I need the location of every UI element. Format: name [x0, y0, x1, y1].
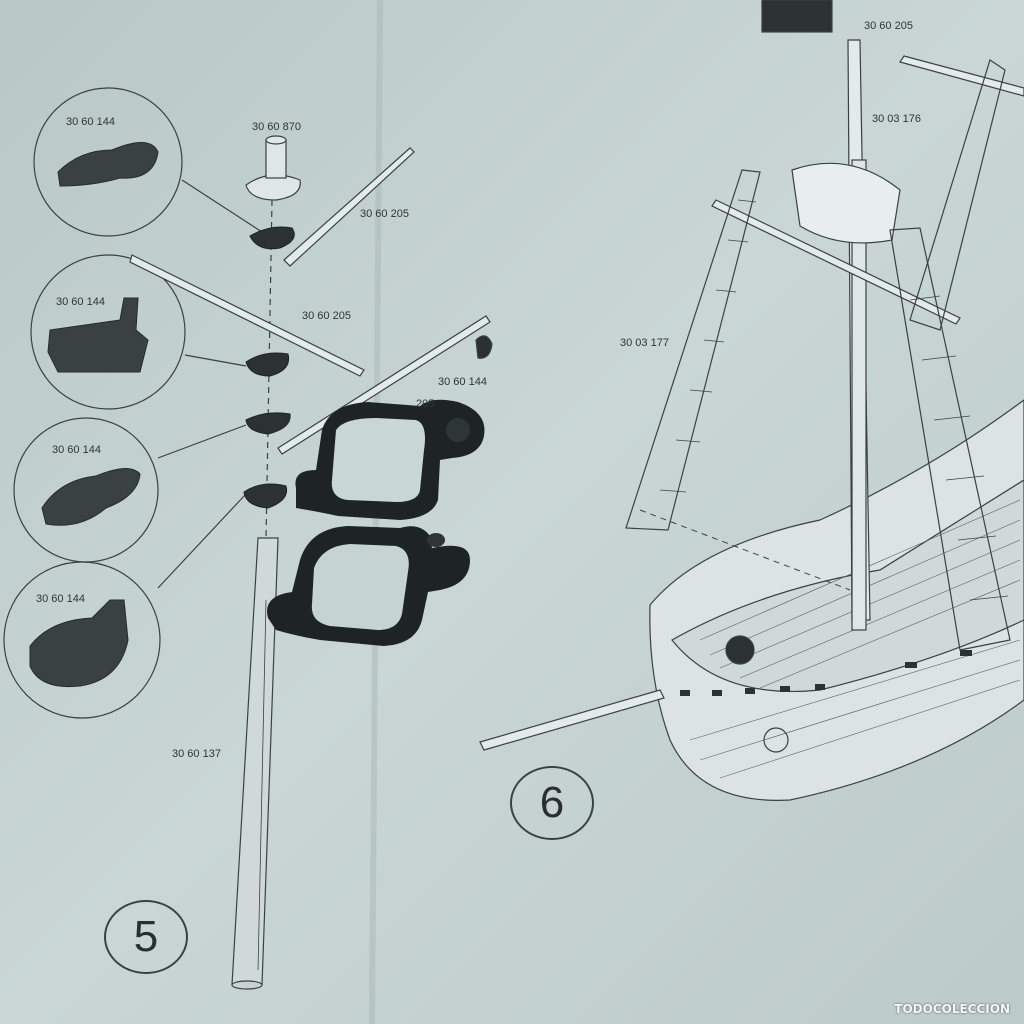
rope-ladder-left — [625, 169, 761, 531]
part-label: 30 60 205 — [302, 310, 351, 322]
part-label: 30 03 177 — [620, 337, 669, 349]
part-label: 30 60 870 — [252, 121, 301, 133]
yard-middle — [129, 254, 365, 377]
detail-circle-2 — [30, 254, 186, 410]
mast-rings — [243, 226, 295, 509]
watermark-text: TODOCOLECCION — [894, 1002, 1010, 1016]
plastic-part-upper — [295, 399, 485, 520]
part-label: 30 60 144 — [66, 116, 115, 128]
part-label: 30 03 176 — [872, 113, 921, 125]
step-number-6: 6 — [510, 766, 594, 840]
part-label: 205 — [416, 398, 435, 410]
detail-circle-1 — [33, 87, 183, 237]
detail-parts — [29, 142, 159, 688]
detail-circle-4 — [3, 561, 161, 719]
bowsprit — [479, 689, 665, 751]
part-label: 30 60 205 — [360, 208, 409, 220]
step-number-5: 5 — [104, 900, 188, 974]
ship-illustration — [479, 0, 1024, 801]
part-label: 30 60 144 — [438, 376, 487, 388]
yard-top — [283, 147, 415, 267]
crows-nest — [791, 162, 901, 244]
part-label: 30 60 144 — [52, 444, 101, 456]
rope-ladder-right — [909, 59, 1006, 331]
ship-flag — [761, 0, 833, 33]
plastic-part-lower — [267, 526, 470, 646]
part-label: 30 60 144 — [36, 593, 85, 605]
part-label: 30 60 144 — [56, 296, 105, 308]
ship-deck — [671, 479, 1024, 693]
part-label: 30 60 137 — [172, 748, 221, 760]
part-label: 30 60 205 — [864, 20, 913, 32]
